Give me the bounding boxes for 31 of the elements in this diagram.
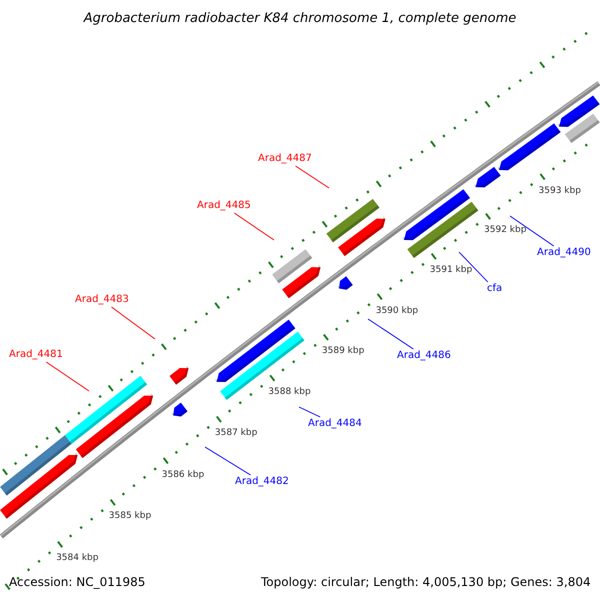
gene-label: Arad_4484	[308, 418, 362, 430]
leader-line	[46, 362, 90, 392]
title: Agrobacterium radiobacter K84 chromosome 1, complete genome	[82, 11, 518, 26]
gene-label: cfa	[487, 283, 502, 295]
scale-label: 3584 kbp	[56, 552, 98, 566]
scale-label: 3592 kbp	[484, 224, 526, 238]
gene-label: Arad_4483	[75, 294, 129, 306]
leader-line	[204, 446, 251, 476]
genome-info-note: Topology: circular; Length: 4,005,130 bp; Genes: 3,804	[261, 575, 591, 589]
leader-line	[458, 252, 488, 282]
gene-label: Arad_4487	[258, 153, 312, 165]
gene-label: Arad_4481	[9, 349, 63, 361]
gene-label: Arad_4486	[397, 350, 451, 362]
scale-label: 3585 kbp	[108, 510, 152, 524]
scale-label: 3586 kbp	[162, 468, 204, 482]
scale-label: 3591 kbp	[430, 264, 472, 278]
leader-line	[111, 306, 156, 340]
leader-line	[295, 166, 330, 188]
leader-line	[234, 212, 274, 240]
scale-label: 3593 kbp	[538, 184, 581, 198]
leader-line	[368, 318, 414, 350]
gene-label: Arad_4482	[235, 476, 289, 488]
gene-label: Arad_4485	[197, 200, 251, 212]
gene-label: Arad_4490	[537, 247, 591, 259]
scale-label: 3589 kbp	[322, 345, 364, 358]
scale-label: 3587 kbp	[214, 427, 258, 440]
accession-note: Accession: NC_011985	[9, 575, 146, 589]
scale-label: 3590 kbp	[376, 304, 418, 318]
leader-line	[510, 216, 554, 246]
leader-line	[298, 406, 321, 418]
scale-label: 3588 kbp	[268, 386, 311, 400]
